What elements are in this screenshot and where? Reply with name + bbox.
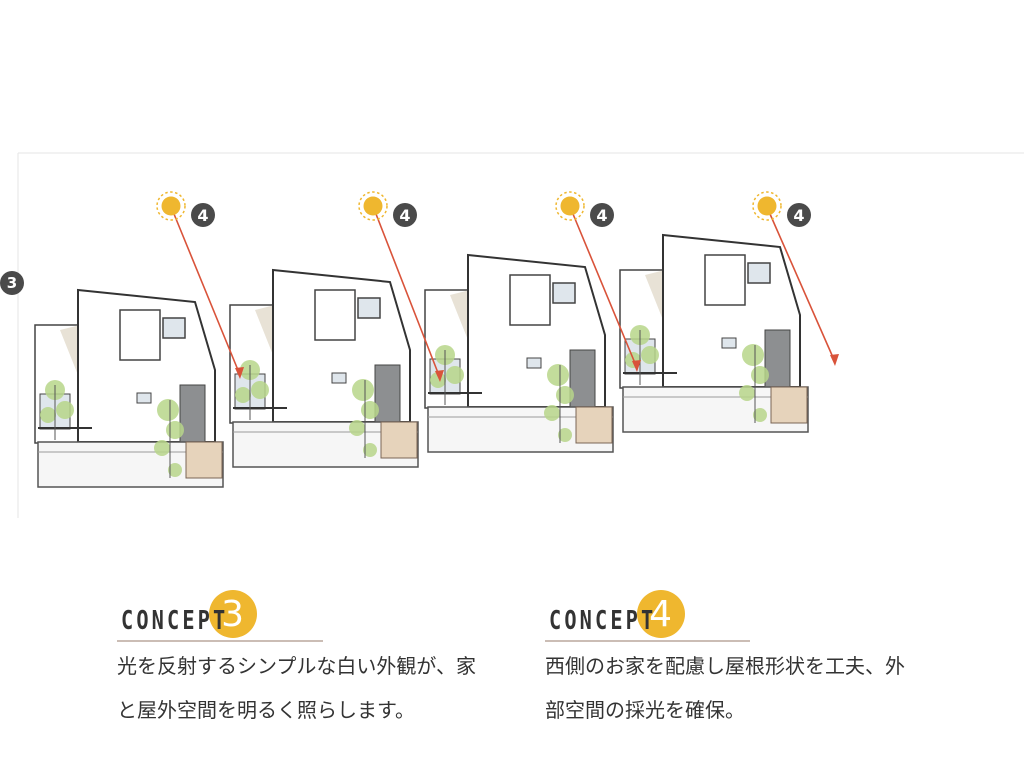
concept-4-text: 西側のお家を配慮し屋根形状を工夫、外部空間の採光を確保。	[545, 654, 905, 722]
sun-halo-icon	[156, 191, 186, 221]
house-3	[424, 254, 614, 453]
concept-3: CONCEPT 3 光を反射するシンプルな白い外観が、家と屋外空間を明るく照らし…	[117, 588, 476, 732]
sunlight-arrow	[769, 213, 836, 363]
concept-4-marker-label: 4	[793, 206, 804, 225]
sunlight-arrow	[572, 213, 638, 369]
concept-word: CONCEPT	[549, 606, 657, 636]
concept-4-marker	[393, 203, 417, 227]
concept-3-text: 光を反射するシンプルな白い外観が、家と屋外空間を明るく照らします。	[117, 654, 476, 722]
concept-4-marker-label: 4	[399, 206, 410, 225]
concept-4-heading: CONCEPT 4	[545, 588, 750, 642]
concept-3-marker: 3	[0, 271, 24, 295]
concept-4-marker	[590, 203, 614, 227]
concept-4-marker	[191, 203, 215, 227]
arrow-head-icon	[830, 354, 839, 366]
sun-halo-icon	[555, 191, 585, 221]
street-elevation-illustration: 4 4 4 4	[17, 152, 1024, 518]
concept-number-badge: 3	[208, 590, 257, 638]
arrow-head-icon	[235, 367, 244, 379]
concept-4-marker	[787, 203, 811, 227]
sunlight-arrow	[173, 213, 241, 376]
house-4	[619, 234, 809, 433]
concept-word: CONCEPT	[121, 606, 229, 636]
concept-3-heading: CONCEPT 3	[117, 588, 323, 642]
sun-halo-icon	[752, 191, 782, 221]
concept-4-marker-label: 4	[197, 206, 208, 225]
sun-halo-icon	[358, 191, 388, 221]
sun-icon	[161, 196, 181, 216]
house-1	[34, 289, 224, 488]
arrow-head-icon	[435, 370, 444, 382]
concept-number-badge: 4	[636, 590, 685, 638]
sunlight-arrow	[375, 213, 441, 379]
concept-4: CONCEPT 4 西側のお家を配慮し屋根形状を工夫、外部空間の採光を確保。	[545, 588, 905, 732]
sun-icon	[560, 196, 580, 216]
arrow-head-icon	[632, 360, 641, 372]
concept-4-marker-label: 4	[596, 206, 607, 225]
house-2	[229, 269, 419, 468]
sun-icon	[363, 196, 383, 216]
sun-icon	[757, 196, 777, 216]
